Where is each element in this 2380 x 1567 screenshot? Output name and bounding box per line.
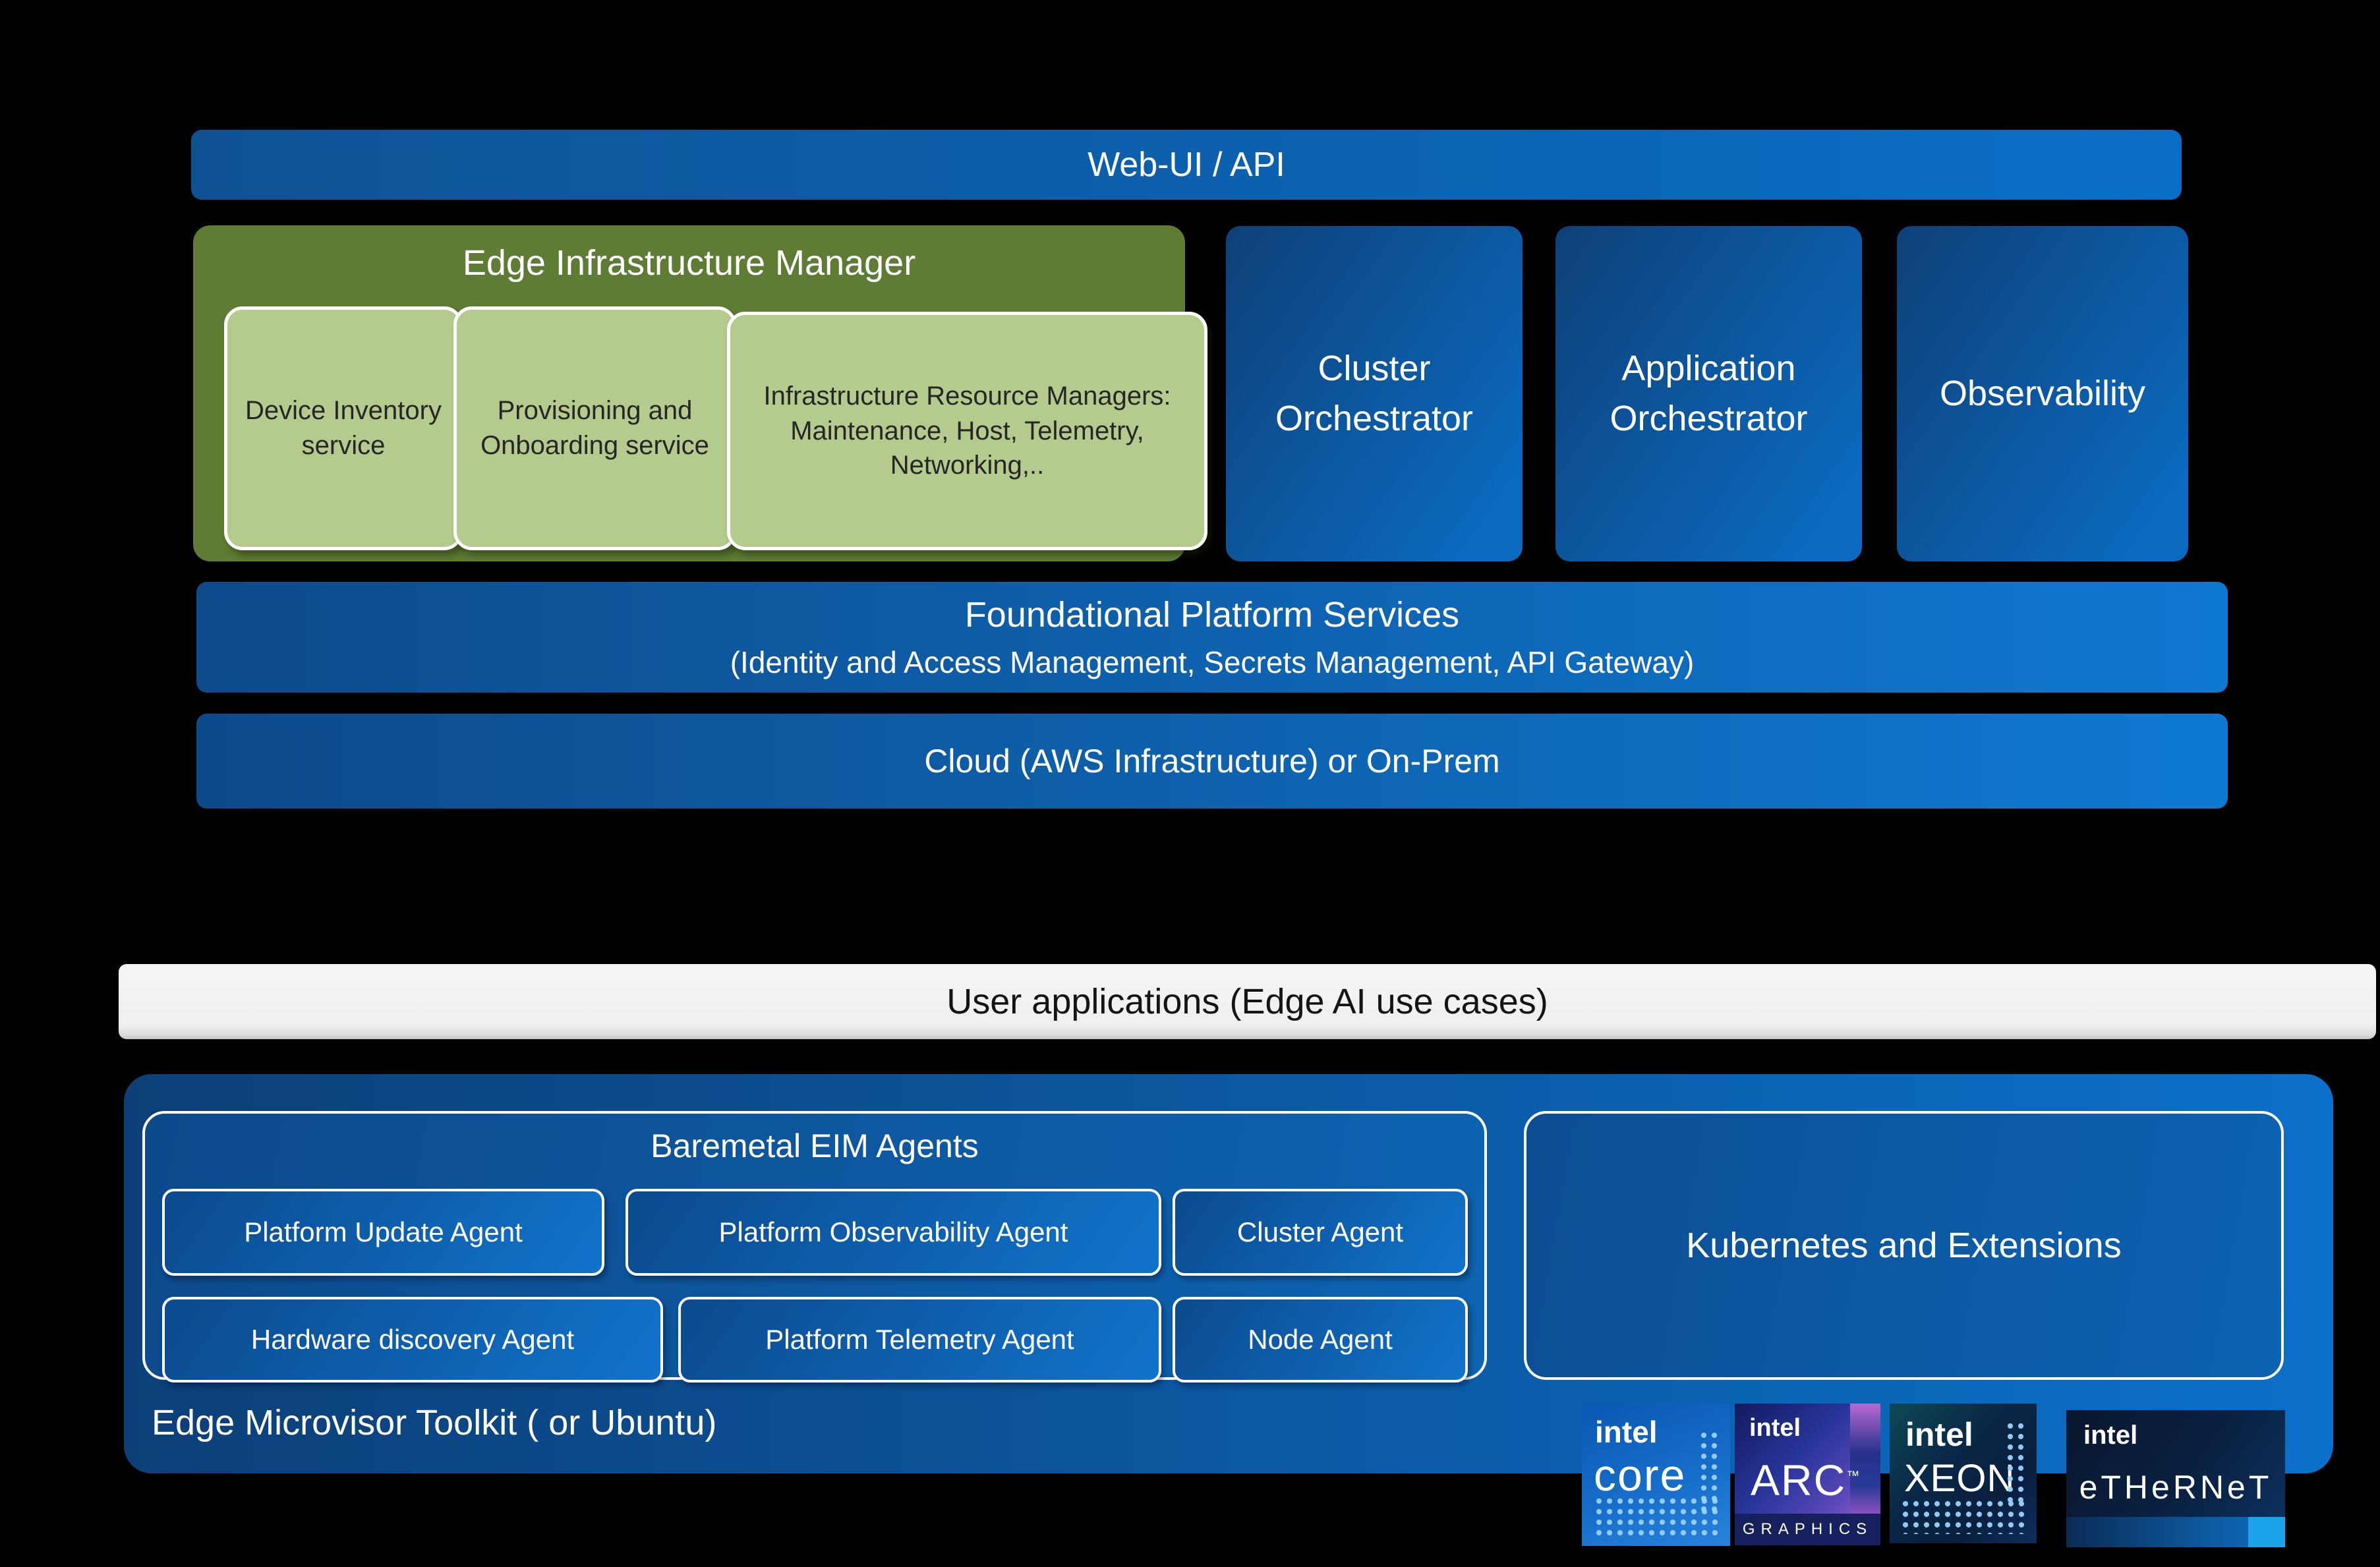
cluster-agent-chip: Cluster Agent (1173, 1189, 1468, 1276)
foundational-platform-services-bar: Foundational Platform Services (Identity… (196, 582, 2228, 693)
edge-infrastructure-manager-box: Edge Infrastructure Manager Device Inven… (193, 225, 1207, 561)
agent-label: Platform Telemetry Agent (765, 1324, 1074, 1355)
agent-label: Platform Observability Agent (718, 1216, 1068, 1247)
web-ui-api-label: Web-UI / API (1088, 146, 1285, 184)
dot-pattern-icon (2005, 1421, 2027, 1505)
platform-update-agent-chip: Platform Update Agent (162, 1189, 604, 1276)
platform-telemetry-agent-chip: Platform Telemetry Agent (678, 1297, 1161, 1382)
hardware-discovery-agent-chip: Hardware discovery Agent (162, 1297, 663, 1382)
intel-logo: intel (1905, 1416, 1973, 1453)
foundational-subtitle: (Identity and Access Management, Secrets… (730, 645, 1695, 679)
observability-label: Observability (1939, 373, 2146, 413)
user-applications-label: User applications (Edge AI use cases) (946, 982, 1548, 1021)
dot-pattern-icon (1594, 1496, 1720, 1537)
service-label: Device Inventory service (245, 396, 442, 460)
agent-label: Hardware discovery Agent (250, 1324, 575, 1355)
intel-ethernet-badge: intel eTHeRNeT (2066, 1410, 2285, 1547)
intel-core-badge: intel CORE (1582, 1404, 1730, 1546)
application-orchestrator-box: Application Orchestrator (1555, 226, 1862, 561)
kubernetes-label: Kubernetes and Extensions (1686, 1226, 2122, 1265)
cloud-bar-label: Cloud (AWS Infrastructure) or On-Prem (924, 743, 1500, 780)
edge-node-box: Baremetal EIM Agents Platform Update Age… (124, 1074, 2333, 1473)
ethernet-label: eTHeRNeT (2079, 1469, 2273, 1506)
service-label: Infrastructure Resource Managers: Mainte… (763, 381, 1171, 480)
xeon-label: XEON (1904, 1457, 2016, 1500)
arc-text: ARC (1751, 1456, 1847, 1504)
baremetal-agents-title: Baremetal EIM Agents (651, 1127, 979, 1164)
node-agent-chip: Node Agent (1173, 1297, 1468, 1382)
intel-arc-badge: intel ARC™ GRAPHICS (1735, 1404, 1880, 1545)
foundational-title: Foundational Platform Services (964, 595, 1460, 635)
trademark-symbol: ™ (1846, 1469, 1861, 1483)
infrastructure-resource-managers-card: Infrastructure Resource Managers: Mainte… (727, 312, 1207, 550)
dot-pattern-icon (1900, 1498, 2025, 1534)
eim-title: Edge Infrastructure Manager (462, 243, 916, 283)
device-inventory-service-card: Device Inventory service (224, 306, 463, 550)
cluster-orchestrator-box: Cluster Orchestrator (1226, 226, 1523, 561)
arc-graphics-strip: GRAPHICS (1735, 1514, 1880, 1545)
ethernet-cyan-square (2248, 1517, 2285, 1547)
application-orchestrator-label: Application Orchestrator (1610, 348, 1808, 438)
arc-label: ARC™ (1751, 1455, 1861, 1505)
intel-logo: intel (1749, 1414, 1801, 1442)
cloud-bar: Cloud (AWS Infrastructure) or On-Prem (196, 714, 2228, 809)
cluster-orchestrator-label: Cluster Orchestrator (1275, 348, 1474, 438)
agent-label: Node Agent (1248, 1324, 1393, 1355)
intel-logo: intel (2083, 1421, 2138, 1450)
platform-observability-agent-chip: Platform Observability Agent (625, 1189, 1161, 1276)
observability-box: Observability (1897, 226, 2188, 561)
web-ui-api-bar: Web-UI / API (191, 130, 2182, 200)
user-applications-bar: User applications (Edge AI use cases) (119, 964, 2376, 1039)
kubernetes-panel: Kubernetes and Extensions (1524, 1111, 2284, 1380)
agent-label: Platform Update Agent (244, 1216, 523, 1247)
edge-microvisor-label: Edge Microvisor Toolkit ( or Ubuntu) (152, 1403, 717, 1442)
intel-logo: intel (1595, 1415, 1658, 1449)
baremetal-eim-agents-panel: Baremetal EIM Agents Platform Update Age… (142, 1111, 1487, 1382)
intel-xeon-badge: intel XEON (1890, 1404, 2037, 1543)
agent-label: Cluster Agent (1236, 1216, 1404, 1247)
arc-gradient-band (1850, 1404, 1880, 1514)
provisioning-onboarding-service-card: Provisioning and Onboarding service (453, 306, 736, 550)
service-label: Provisioning and Onboarding service (480, 396, 709, 460)
core-label: CORE (1594, 1450, 1687, 1500)
